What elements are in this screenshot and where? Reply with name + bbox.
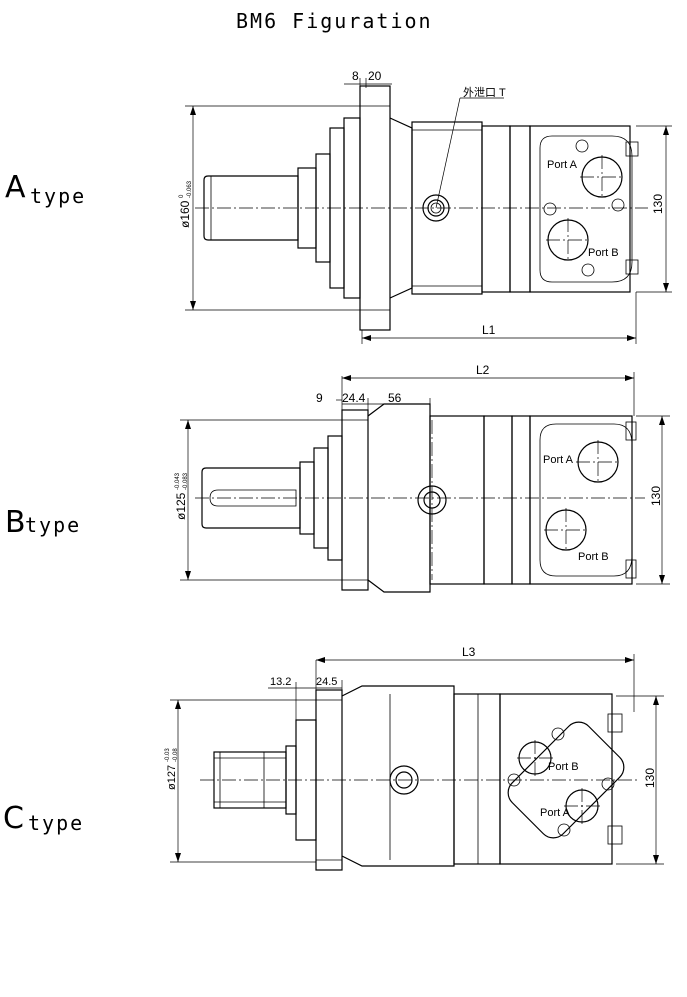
a-height: 130 [651, 194, 665, 214]
a-type-letter: A [5, 170, 26, 205]
a-flange [359, 85, 391, 331]
c-flange [315, 689, 343, 871]
b-diameter-tol-upper: -0.043 [175, 472, 181, 490]
b-port-a-label: Port A [543, 454, 574, 466]
c-length: L3 [462, 645, 476, 659]
c-port-b-label: Port B [548, 761, 579, 773]
c-housing [341, 685, 455, 867]
a-shaft [203, 175, 299, 241]
b-keyway [209, 489, 297, 507]
a-port-a-label: Port A [547, 159, 578, 171]
a-diameter-tol-upper: 0 [179, 194, 185, 198]
c-height: 130 [643, 768, 657, 788]
c-diameter-tol-lower: -0.08 [173, 748, 179, 762]
b-type-section: B type Port A Port B [5, 363, 670, 593]
a-type-section: A type [5, 69, 672, 344]
c-port-a-label: Port A [540, 807, 571, 819]
a-drain-port [422, 194, 450, 222]
b-dim-56: 56 [388, 391, 402, 405]
c-type-section: C type [3, 645, 664, 871]
c-dim-24: 24.5 [316, 676, 337, 688]
c-drain-port [389, 765, 419, 795]
b-flange [341, 409, 369, 591]
a-port-b-label: Port B [588, 247, 619, 259]
b-shaft [201, 467, 301, 529]
b-dim-9: 9 [316, 391, 323, 405]
c-diameter-tol-upper: -0.03 [165, 748, 171, 762]
a-gerotor [481, 125, 511, 293]
b-dim-24: 24.4 [342, 391, 366, 405]
drawing-title: BM6 Figuration [236, 9, 433, 33]
a-dim-8: 8 [352, 69, 359, 83]
b-diameter-tol-lower: -0.083 [183, 472, 189, 490]
a-end-cover [529, 125, 631, 293]
c-diameter: ø127 [166, 765, 178, 790]
c-type-word: type [28, 811, 84, 835]
c-dim-13: 13.2 [270, 676, 291, 688]
a-diameter-tol-lower: -0.063 [187, 180, 193, 198]
a-dim-20: 20 [368, 69, 382, 83]
b-port-b-label: Port B [578, 551, 609, 563]
a-length: L1 [482, 323, 496, 337]
b-type-letter: B [5, 505, 26, 540]
b-type-word: type [25, 513, 81, 537]
b-diameter: ø125 [174, 492, 188, 520]
a-drain-label: 外泄口 T [463, 86, 506, 99]
b-gerotor [483, 415, 513, 585]
c-end-cover [499, 693, 613, 865]
a-diameter: ø160 [178, 200, 192, 228]
b-height: 130 [649, 486, 663, 506]
c-port-plate [507, 721, 625, 839]
b-length: L2 [476, 363, 490, 377]
a-type-word: type [30, 184, 86, 208]
c-type-letter: C [3, 801, 24, 836]
c-gerotor [453, 693, 501, 865]
